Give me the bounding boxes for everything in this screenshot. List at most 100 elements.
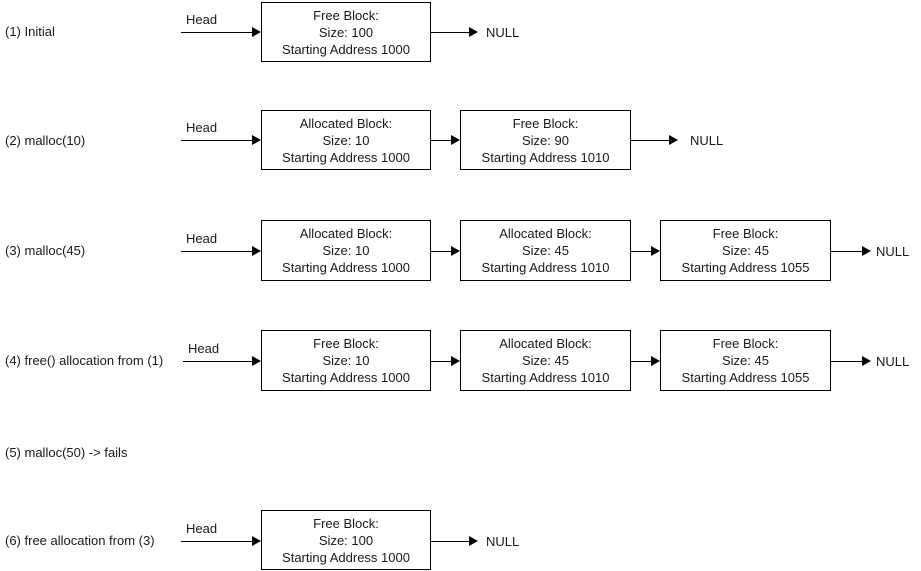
row-label-4: (4) free() allocation from (1) — [5, 353, 164, 368]
block-text-line-3: Starting Address 1000 — [282, 549, 410, 565]
block-text-line-3: Starting Address 1000 — [282, 370, 410, 385]
arrow-head-icon — [651, 245, 660, 256]
arrow-head-icon — [252, 134, 261, 145]
arrow-shaft — [181, 250, 253, 253]
block-text-line-1: Allocated Block: — [499, 336, 592, 351]
block-text-line-2: Size: 45 — [522, 243, 569, 258]
head-arrow-row-1 — [181, 26, 261, 38]
block-text-line-3: Starting Address 1055 — [681, 370, 810, 385]
arrow-shaft — [631, 250, 652, 253]
block-text-line-1: Free Block: — [313, 515, 379, 531]
row-label-5: (5) malloc(50) -> fails — [5, 445, 128, 460]
head-label-row-1: Head — [186, 12, 218, 27]
null-arrow-row-4 — [831, 355, 871, 367]
arrow-shaft — [431, 360, 452, 363]
block-text-line-3: Starting Address 1010 — [481, 149, 610, 165]
arrow-shaft — [181, 139, 253, 142]
block-text-line-2: Size: 10 — [322, 243, 370, 258]
link-arrow-row-4-1 — [431, 355, 460, 367]
link-arrow-row-3-2 — [631, 245, 660, 257]
null-arrow-row-2 — [631, 134, 678, 146]
arrow-head-icon — [669, 134, 678, 145]
block-text-line-3: Starting Address 1010 — [481, 260, 610, 275]
block-text-line-1: Free Block: — [313, 7, 379, 23]
block-text-line-3: Starting Address 1055 — [681, 260, 810, 275]
block-text-line-2: Size: 10 — [322, 353, 370, 368]
block-text-line-2: Size: 45 — [522, 353, 569, 368]
head-arrow-row-2 — [181, 134, 261, 146]
arrow-head-icon — [862, 245, 871, 256]
block-text-line-3: Starting Address 1000 — [282, 260, 410, 275]
null-arrow-row-6 — [431, 535, 478, 547]
arrow-shaft — [831, 250, 863, 253]
block-text-line-1: Allocated Block: — [499, 226, 592, 241]
head-label-row-2: Head — [186, 120, 218, 135]
block-text-line-2: Size: 100 — [318, 532, 374, 548]
head-arrow-row-3 — [181, 245, 261, 257]
null-label-row-6: NULL — [486, 534, 520, 549]
arrow-head-icon — [469, 26, 478, 37]
arrow-shaft — [431, 31, 470, 34]
null-arrow-row-1 — [431, 26, 478, 38]
block-text-line-1: Free Block: — [712, 226, 779, 241]
link-arrow-row-2-1 — [431, 134, 460, 146]
memory-block: Free Block: Size: 45 Starting Address 1055 — [660, 330, 831, 391]
arrow-head-icon — [252, 245, 261, 256]
block-text-line-1: Free Block: — [712, 336, 779, 351]
arrow-shaft — [183, 360, 253, 363]
link-arrow-row-3-1 — [431, 245, 460, 257]
arrow-head-icon — [469, 535, 478, 546]
arrow-head-icon — [451, 355, 460, 366]
link-arrow-row-4-2 — [631, 355, 660, 367]
memory-block: Free Block: Size: 10 Starting Address 1000 — [261, 330, 431, 391]
block-text-line-1: Allocated Block: — [299, 226, 393, 241]
row-label-6: (6) free allocation from (3) — [5, 533, 155, 548]
arrow-shaft — [831, 360, 863, 363]
head-arrow-row-6 — [181, 535, 261, 547]
arrow-shaft — [431, 250, 452, 253]
block-text-line-2: Size: 45 — [722, 353, 769, 368]
block-text-line-3: Starting Address 1000 — [282, 41, 410, 57]
arrow-shaft — [431, 540, 470, 543]
block-text-line-1: Allocated Block: — [299, 115, 393, 131]
head-label-row-6: Head — [186, 521, 218, 536]
arrow-shaft — [631, 139, 670, 142]
arrow-head-icon — [451, 134, 460, 145]
block-text-line-2: Size: 90 — [522, 132, 569, 148]
null-label-row-4: NULL — [876, 354, 910, 369]
arrow-shaft — [181, 31, 253, 34]
null-arrow-row-3 — [831, 245, 871, 257]
arrow-head-icon — [252, 26, 261, 37]
arrow-head-icon — [862, 355, 871, 366]
arrow-head-icon — [252, 355, 261, 366]
head-label-row-3: Head — [186, 231, 218, 246]
null-label-row-2: NULL — [690, 133, 724, 148]
block-text-line-3: Starting Address 1000 — [282, 149, 410, 165]
arrow-shaft — [631, 360, 652, 363]
memory-block: Allocated Block: Size: 10 Starting Address… — [261, 220, 431, 281]
block-text-line-3: Starting Address 1010 — [481, 370, 610, 385]
row-label-2: (2) malloc(10) — [5, 133, 86, 148]
memory-block: Allocated Block: Size: 45 Starting Address… — [460, 220, 631, 281]
arrow-shaft — [181, 540, 253, 543]
head-arrow-row-4 — [183, 355, 261, 367]
block-text-line-2: Size: 10 — [322, 132, 370, 148]
block-text-line-1: Free Block: — [512, 115, 579, 131]
block-text-line-2: Size: 100 — [318, 24, 374, 40]
block-text-line-1: Free Block: — [313, 336, 379, 351]
null-label-row-3: NULL — [876, 244, 910, 259]
head-label-row-4: Head — [188, 341, 220, 356]
row-label-3: (3) malloc(45) — [5, 243, 86, 258]
row-label-1: (1) Initial — [5, 24, 55, 39]
arrow-shaft — [431, 139, 452, 142]
arrow-head-icon — [651, 355, 660, 366]
arrow-head-icon — [451, 245, 460, 256]
memory-block: Allocated Block: Size: 45 Starting Address… — [460, 330, 631, 391]
null-label-row-1: NULL — [486, 25, 520, 40]
